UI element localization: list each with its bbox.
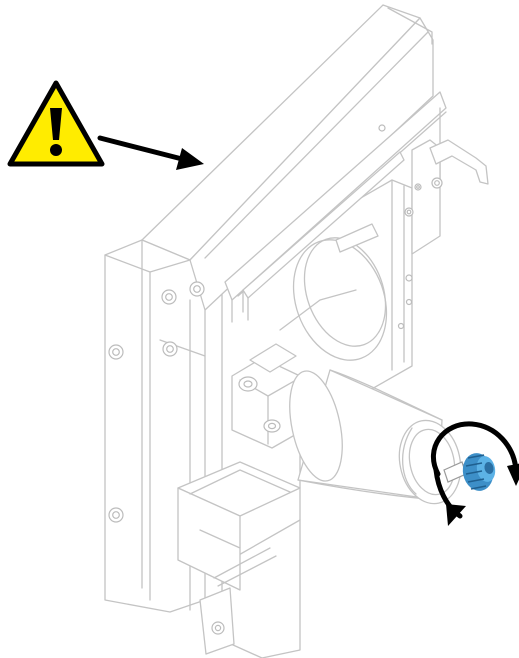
- cam-spool: [279, 223, 388, 361]
- lower-mechanism: [177, 343, 301, 655]
- pointer-arrow: [97, 135, 204, 170]
- warning-triangle-icon: [7, 80, 105, 167]
- rotate-arrows-icon: [430, 421, 519, 526]
- motor: [289, 369, 462, 505]
- adjustment-knob: [443, 453, 496, 491]
- printhead-housing: [141, 4, 489, 323]
